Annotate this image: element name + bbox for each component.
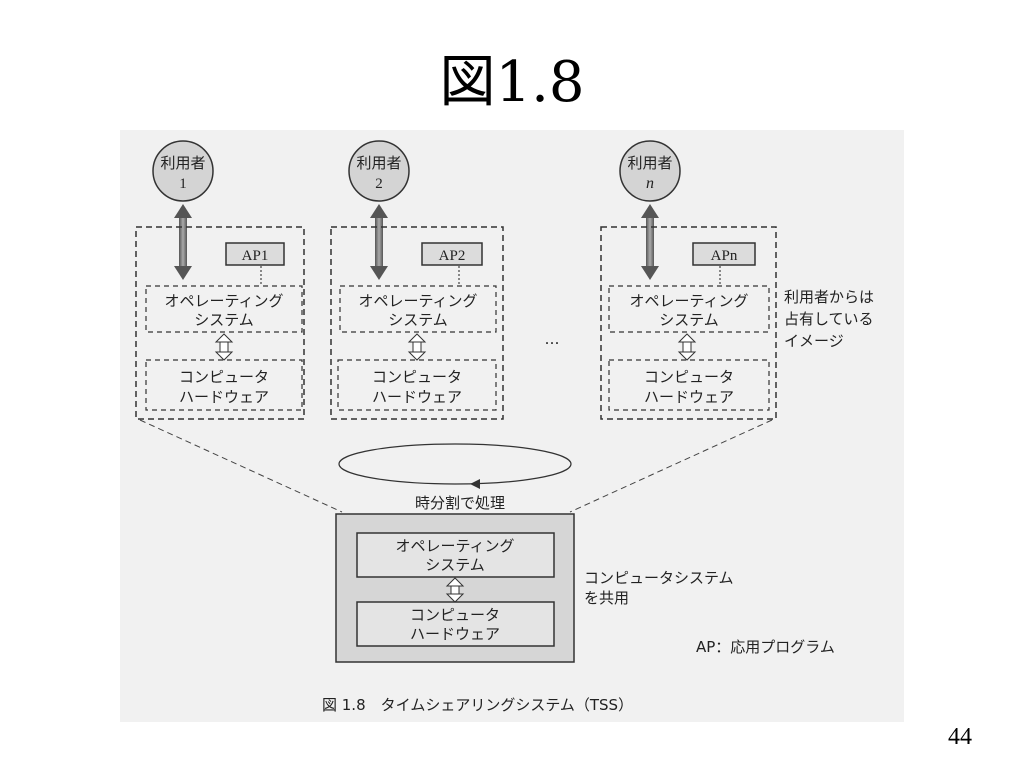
side-note-line2: 占有している <box>784 310 874 328</box>
cycle-arrowhead-icon <box>470 479 480 489</box>
user-label-2: 利用者 <box>356 154 401 172</box>
shared-hw-box <box>356 601 555 647</box>
hw-line1-2: コンピュータ <box>372 368 462 386</box>
os-line2-n: システム <box>659 311 719 329</box>
ap-label-2: AP2 <box>439 248 466 264</box>
os-line2-1: システム <box>194 311 254 329</box>
connector-right <box>569 419 773 513</box>
user-stack-1: 利用者 1 AP1 オペレーティング システム コンピュータ ハードウェア <box>135 140 305 420</box>
shared-os-line1: オペレーティング <box>395 537 514 555</box>
double-arrow-user-os-1 <box>174 204 192 280</box>
ap-box-2 <box>421 242 483 266</box>
double-arrow-os-hw-2 <box>407 333 427 361</box>
user-id-2: 2 <box>375 176 383 192</box>
user-label-1: 利用者 <box>160 154 205 172</box>
user-frame-n <box>600 226 777 420</box>
user-stack-n: 利用者 n APn オペレーティング システム コンピュータ ハードウェア <box>600 140 777 420</box>
os-line2-2: システム <box>388 311 448 329</box>
double-arrow-shared <box>445 577 465 603</box>
time-sharing-cycle <box>338 443 572 485</box>
os-line1-2: オペレーティング <box>358 292 477 310</box>
page-number: 44 <box>948 724 972 750</box>
tss-figure: 利用者 1 AP1 オペレーティング システム コンピュータ ハードウェア 利用… <box>120 130 904 722</box>
hw-line1-n: コンピュータ <box>644 368 734 386</box>
os-box-1 <box>145 285 303 333</box>
ap-label-n: APn <box>711 248 738 264</box>
user-id-n: n <box>646 175 654 192</box>
hw-line2-1: ハードウェア <box>179 388 269 406</box>
shared-hw-line1: コンピュータ <box>410 606 500 624</box>
hw-box-2 <box>337 359 497 411</box>
side-note-line1: 利用者からは <box>784 288 874 306</box>
ellipsis: … <box>545 330 560 348</box>
os-box-n <box>608 285 770 333</box>
user-circle-1 <box>152 140 214 202</box>
shared-hw-line2: ハードウェア <box>410 625 500 643</box>
os-line1-n: オペレーティング <box>629 292 748 310</box>
os-box-2 <box>339 285 497 333</box>
ap-label-1: AP1 <box>242 248 269 264</box>
ap-legend: AP：応用プログラム <box>696 638 835 656</box>
ap-box-n <box>692 242 756 266</box>
side-note-line3: イメージ <box>784 332 844 350</box>
shared-note-line2: を共用 <box>584 589 629 607</box>
connector-left <box>139 419 343 513</box>
double-arrow-os-hw-n <box>677 333 697 361</box>
user-frame-1 <box>135 226 305 420</box>
double-arrow-user-os-2 <box>370 204 388 280</box>
double-arrow-os-hw-1 <box>214 333 234 361</box>
os-line1-1: オペレーティング <box>164 292 283 310</box>
user-id-1: 1 <box>179 176 187 192</box>
ap-box-1 <box>225 242 285 266</box>
user-label-n: 利用者 <box>627 154 672 172</box>
hw-line2-2: ハードウェア <box>372 388 462 406</box>
hw-line1-1: コンピュータ <box>179 368 269 386</box>
hw-box-1 <box>145 359 303 411</box>
user-circle-n <box>619 140 681 202</box>
user-circle-2 <box>348 140 410 202</box>
hw-line2-n: ハードウェア <box>644 388 734 406</box>
user-frame-2 <box>330 226 504 420</box>
double-arrow-user-os-n <box>641 204 659 280</box>
shared-os-box <box>356 532 555 578</box>
shared-os-line2: システム <box>425 556 485 574</box>
figure-caption: 図 1.8 タイムシェアリングシステム（TSS） <box>322 696 633 714</box>
slide-title: 図1.8 <box>439 50 585 115</box>
user-stack-2: 利用者 2 AP2 オペレーティング システム コンピュータ ハードウェア <box>330 140 504 420</box>
hw-box-n <box>608 359 770 411</box>
time-sharing-label: 時分割で処理 <box>415 494 505 512</box>
shared-note-line1: コンピュータシステム <box>584 569 734 587</box>
